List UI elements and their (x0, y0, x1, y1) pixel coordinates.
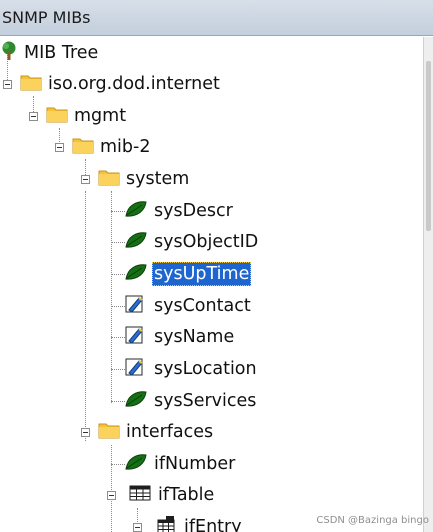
tree-connector (85, 191, 86, 441)
folder-icon (20, 73, 42, 95)
tree-node-internet[interactable]: iso.org.dod.internet (20, 69, 222, 99)
pencil-leaf-icon (124, 357, 148, 381)
tree-node-label: mib-2 (100, 137, 151, 157)
tree-node-syslocation[interactable]: sysLocation (124, 354, 259, 384)
leaf-icon (124, 231, 148, 253)
tree-node-root[interactable]: MIB Tree (0, 38, 100, 68)
folder-icon (98, 168, 120, 190)
tree-node-label: ifEntry (184, 517, 242, 532)
tree-node-ifentry[interactable]: ifEntry (154, 512, 244, 532)
table-icon (128, 484, 152, 506)
tree-node-sysservices[interactable]: sysServices (124, 386, 258, 416)
tree-node-label: sysLocation (154, 359, 257, 379)
collapse-toggle[interactable] (55, 143, 64, 152)
tree-node-ifnumber[interactable]: ifNumber (124, 449, 237, 479)
tree-node-sysobjectid[interactable]: sysObjectID (124, 227, 260, 257)
panel-title: SNMP MIBs (2, 8, 91, 27)
watermark: CSDN @Bazinga bingo (316, 515, 429, 526)
collapse-toggle[interactable] (81, 175, 90, 184)
tree-node-label: sysObjectID (154, 232, 259, 252)
tree-connector (111, 369, 125, 370)
leaf-icon (124, 263, 148, 285)
tree-connector (111, 242, 125, 243)
tree-node-interfaces[interactable]: interfaces (98, 417, 215, 447)
tree-node-label: system (126, 169, 190, 189)
tree-connector (111, 445, 112, 532)
tree-connector (111, 337, 125, 338)
tree-connector (111, 211, 125, 212)
tree-node-label: MIB Tree (24, 43, 99, 63)
tree-node-label: sysContact (154, 296, 251, 316)
tree-node-label: ifNumber (154, 454, 236, 474)
tree-node-iftable[interactable]: ifTable (128, 480, 216, 510)
tree-node-label: iso.org.dod.internet (48, 74, 220, 94)
tree-node-label: sysServices (154, 391, 257, 411)
collapse-toggle[interactable] (133, 523, 142, 532)
tree-node-label: sysName (154, 327, 235, 347)
tree-node-label: mgmt (74, 106, 127, 126)
tree-connector (111, 191, 112, 403)
tree-node-label: interfaces (126, 422, 214, 442)
tree-node-sysuptime[interactable]: sysUpTime (124, 259, 252, 289)
tree-node-sysname[interactable]: sysName (124, 322, 236, 352)
leaf-icon (124, 453, 148, 475)
tree-connector (111, 274, 125, 275)
tree-node-label: ifTable (158, 485, 215, 505)
collapse-toggle[interactable] (81, 428, 90, 437)
folder-icon (98, 421, 120, 443)
tree-node-syscontact[interactable]: sysContact (124, 291, 253, 321)
tree-node-mib-2[interactable]: mib-2 (72, 132, 152, 162)
tree-connector (137, 508, 138, 532)
tree-connector (111, 464, 125, 465)
pencil-leaf-icon (124, 325, 148, 349)
leaf-icon (124, 200, 148, 222)
tree-node-sysdescr[interactable]: sysDescr (124, 196, 235, 226)
collapse-toggle[interactable] (29, 112, 38, 121)
table-entry-icon (154, 515, 178, 532)
leaf-icon (124, 390, 148, 412)
tree-connector (33, 96, 34, 116)
tree-node-system[interactable]: system (98, 164, 191, 194)
tree-connector (111, 306, 125, 307)
tree-connector (111, 401, 125, 402)
vertical-scrollbar[interactable] (423, 37, 433, 532)
collapse-toggle[interactable] (3, 80, 12, 89)
tree-connector (59, 128, 60, 148)
pencil-leaf-icon (124, 294, 148, 318)
scrollbar-thumb[interactable] (426, 61, 431, 231)
mib-tree[interactable]: MIB Tree iso.org.dod.internet mgmt mib-2… (0, 37, 423, 532)
folder-icon (46, 105, 68, 127)
folder-icon (72, 136, 94, 158)
tree-connector (85, 159, 86, 179)
collapse-toggle[interactable] (107, 491, 116, 500)
tree-connector (7, 49, 8, 84)
tree-icon (0, 41, 18, 65)
tree-node-label: sysDescr (154, 201, 233, 221)
panel-title-bar: SNMP MIBs (0, 0, 433, 36)
selected-node-label: sysUpTime (152, 262, 252, 286)
tree-node-mgmt[interactable]: mgmt (46, 101, 128, 131)
